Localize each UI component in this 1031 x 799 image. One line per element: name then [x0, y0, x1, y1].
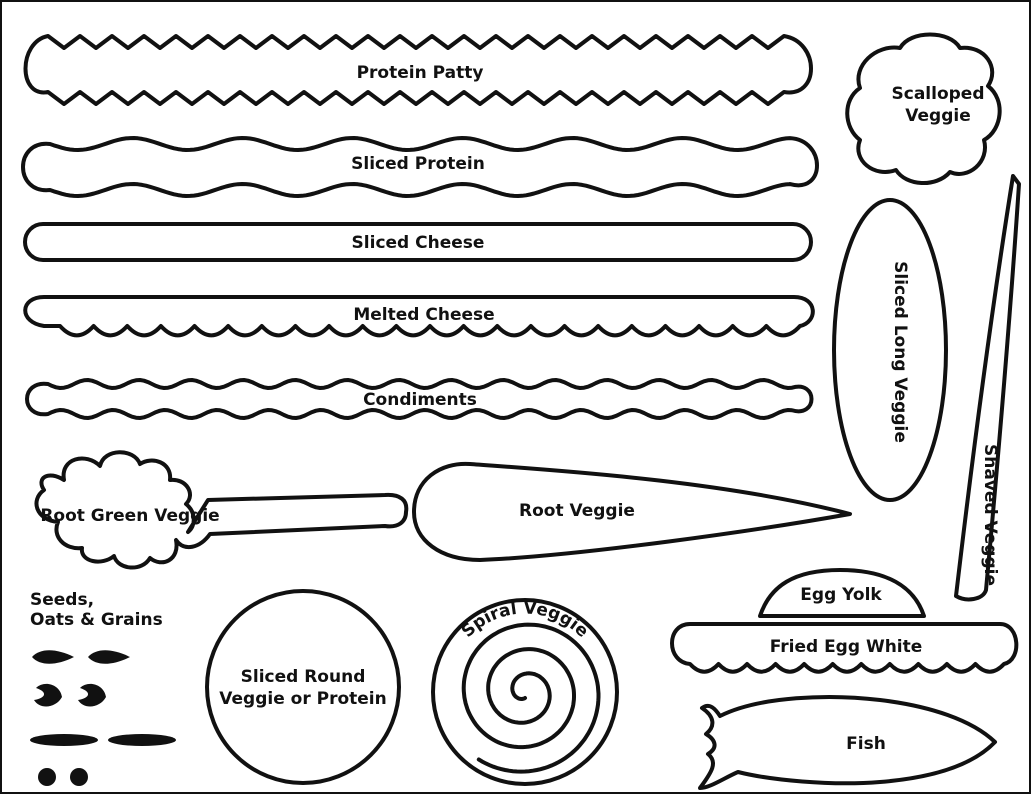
oat-1 [34, 684, 62, 707]
shaved-veggie-label: Shaved Veggie [980, 444, 1000, 586]
egg-yolk-shape: Egg Yolk [760, 570, 924, 616]
root-veggie-shape: Root Veggie [414, 464, 850, 560]
sliced-cheese-shape: Sliced Cheese [25, 224, 811, 260]
sliced-round-label-2: Veggie or Protein [219, 689, 386, 709]
fish-label: Fish [846, 734, 886, 754]
shaved-veggie-shape: Shaved Veggie [956, 176, 1019, 599]
sliced-protein-label: Sliced Protein [351, 154, 485, 174]
condiments-shape: Condiments [27, 380, 812, 418]
scalloped-veggie-label-1: Scalloped [892, 84, 985, 104]
sliced-round-shape: Sliced Round Veggie or Protein [207, 591, 399, 783]
seeds-label-2: Oats & Grains [30, 610, 163, 630]
seeds-group: Seeds, Oats & Grains [30, 590, 176, 786]
sliced-long-veggie-shape: Sliced Long Veggie [834, 200, 946, 500]
scalloped-veggie-shape: Scalloped Veggie [847, 35, 999, 184]
grain-1 [30, 734, 98, 746]
fish-shape: Fish [700, 697, 995, 788]
seed-1 [32, 650, 74, 664]
melted-cheese-shape: Melted Cheese [25, 297, 813, 335]
grain-2 [108, 734, 176, 746]
melted-cheese-label: Melted Cheese [353, 305, 494, 325]
grain-3 [38, 768, 56, 786]
sliced-round-label-1: Sliced Round [241, 667, 366, 687]
scalloped-veggie-label-2: Veggie [905, 106, 970, 126]
sliced-cheese-label: Sliced Cheese [352, 233, 485, 253]
spiral-veggie-shape: Spiral Veggie [433, 598, 617, 784]
egg-yolk-label: Egg Yolk [800, 585, 882, 605]
fried-egg-white-shape: Fried Egg White [672, 624, 1016, 672]
seed-2 [88, 650, 130, 664]
root-veggie-label: Root Veggie [519, 501, 635, 521]
condiments-label: Condiments [363, 390, 477, 410]
sliced-long-veggie-label: Sliced Long Veggie [890, 261, 910, 443]
sliced-protein-shape: Sliced Protein [23, 138, 817, 196]
fried-egg-white-label: Fried Egg White [770, 637, 923, 657]
root-green-veggie-label: Root Green Veggie [40, 506, 219, 526]
seeds-label-1: Seeds, [30, 590, 94, 610]
grain-4 [70, 768, 88, 786]
protein-patty-label: Protein Patty [357, 63, 484, 83]
root-green-veggie-shape: Root Green Veggie [36, 452, 406, 567]
protein-patty-shape: Protein Patty [26, 36, 812, 104]
oat-2 [78, 684, 106, 707]
